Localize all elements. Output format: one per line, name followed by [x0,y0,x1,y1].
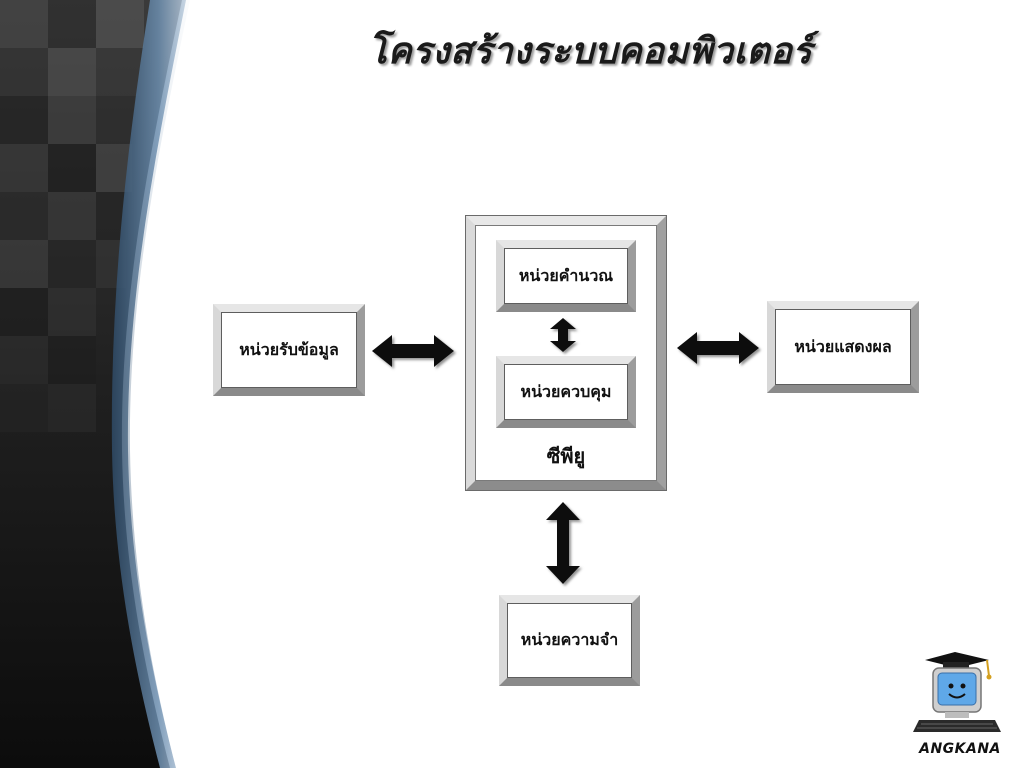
alu-label: หน่วยคำนวณ [518,265,614,285]
output-unit-label: หน่วยแสดงผล [794,336,892,356]
input-unit-label: หน่วยรับข้อมูล [239,339,339,359]
control-unit-label: หน่วยควบคุม [520,381,612,401]
cpu-label: ซีพียู [546,444,586,468]
computer-mascot-icon [913,652,1001,732]
logo-wordmark: ANGKANA [919,741,1001,757]
memory-unit-box: หน่วยความจำ [499,595,640,686]
arrow-cpu-output [677,332,759,364]
arrow-alu-control [550,318,576,352]
slide-title: โครงสร้างระบบคอมพิวเตอร์ [367,30,813,72]
output-unit-box: หน่วยแสดงผล [767,301,919,393]
memory-unit-label: หน่วยความจำ [520,630,619,649]
alu-box: หน่วยคำนวณ [496,240,636,312]
arrow-input-cpu [372,335,454,367]
input-unit-box: หน่วยรับข้อมูล [213,304,365,396]
control-unit-box: หน่วยควบคุม [496,356,636,428]
arrow-cpu-memory [546,502,580,584]
